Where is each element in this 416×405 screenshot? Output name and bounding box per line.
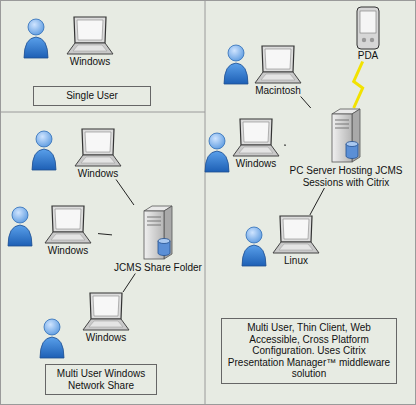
user-figure: [224, 45, 248, 84]
laptop-icon: [73, 128, 123, 168]
wireless-link: [354, 62, 363, 109]
caption-box: Multi User Windows Network Share: [45, 364, 157, 395]
user-figure: [24, 19, 48, 58]
user-figure: [40, 319, 64, 358]
device-label: Windows: [68, 168, 128, 180]
device-label: Windows: [60, 56, 120, 68]
laptop-icon: [231, 118, 281, 158]
laptop-node: Windows: [76, 292, 136, 344]
device-label: Windows: [226, 158, 286, 170]
device-label: PC Server Hosting JCMS Sessions with Cit…: [284, 165, 408, 188]
network-link: [310, 188, 325, 215]
laptop-icon: [43, 205, 93, 245]
laptop-icon: [271, 215, 321, 255]
device-label: Linux: [266, 255, 326, 267]
user-figure: [205, 133, 229, 172]
server-icon: [326, 108, 366, 164]
network-link: [123, 274, 135, 293]
caption-box: Multi User, Thin Client, Web Accessible,…: [221, 318, 397, 384]
caption-text: Single User: [39, 90, 145, 102]
network-link: [116, 180, 134, 206]
network-link: [301, 97, 311, 109]
caption-text: Multi User Windows Network Share: [51, 368, 151, 391]
laptop-node: Linux: [266, 215, 326, 267]
device-label: JCMS Share Folder: [112, 262, 204, 274]
caption-box: Single User: [33, 86, 151, 106]
user-figure: [242, 227, 266, 266]
network-link: [284, 145, 286, 146]
laptop-node: Windows: [38, 205, 98, 257]
pda-node: PDA: [350, 6, 386, 62]
pda-icon: [356, 6, 380, 50]
server-node: PC Server Hosting JCMS Sessions with Cit…: [284, 108, 408, 188]
laptop-icon: [65, 16, 115, 56]
server-icon: [138, 205, 178, 261]
laptop-node: Windows: [226, 118, 286, 170]
laptop-node: Windows: [68, 128, 128, 180]
device-label: Windows: [38, 245, 98, 257]
server-node: JCMS Share Folder: [112, 205, 204, 274]
caption-text: Multi User, Thin Client, Web Accessible,…: [227, 322, 391, 380]
device-label: PDA: [350, 50, 386, 62]
laptop-node: Windows: [60, 16, 120, 68]
laptop-icon: [253, 45, 303, 85]
laptop-icon: [81, 292, 131, 332]
user-figure: [8, 207, 32, 246]
device-label: Macintosh: [246, 85, 310, 97]
laptop-node: Macintosh: [246, 45, 310, 97]
device-label: Windows: [76, 332, 136, 344]
user-figure: [32, 131, 56, 170]
network-link: [98, 234, 112, 235]
